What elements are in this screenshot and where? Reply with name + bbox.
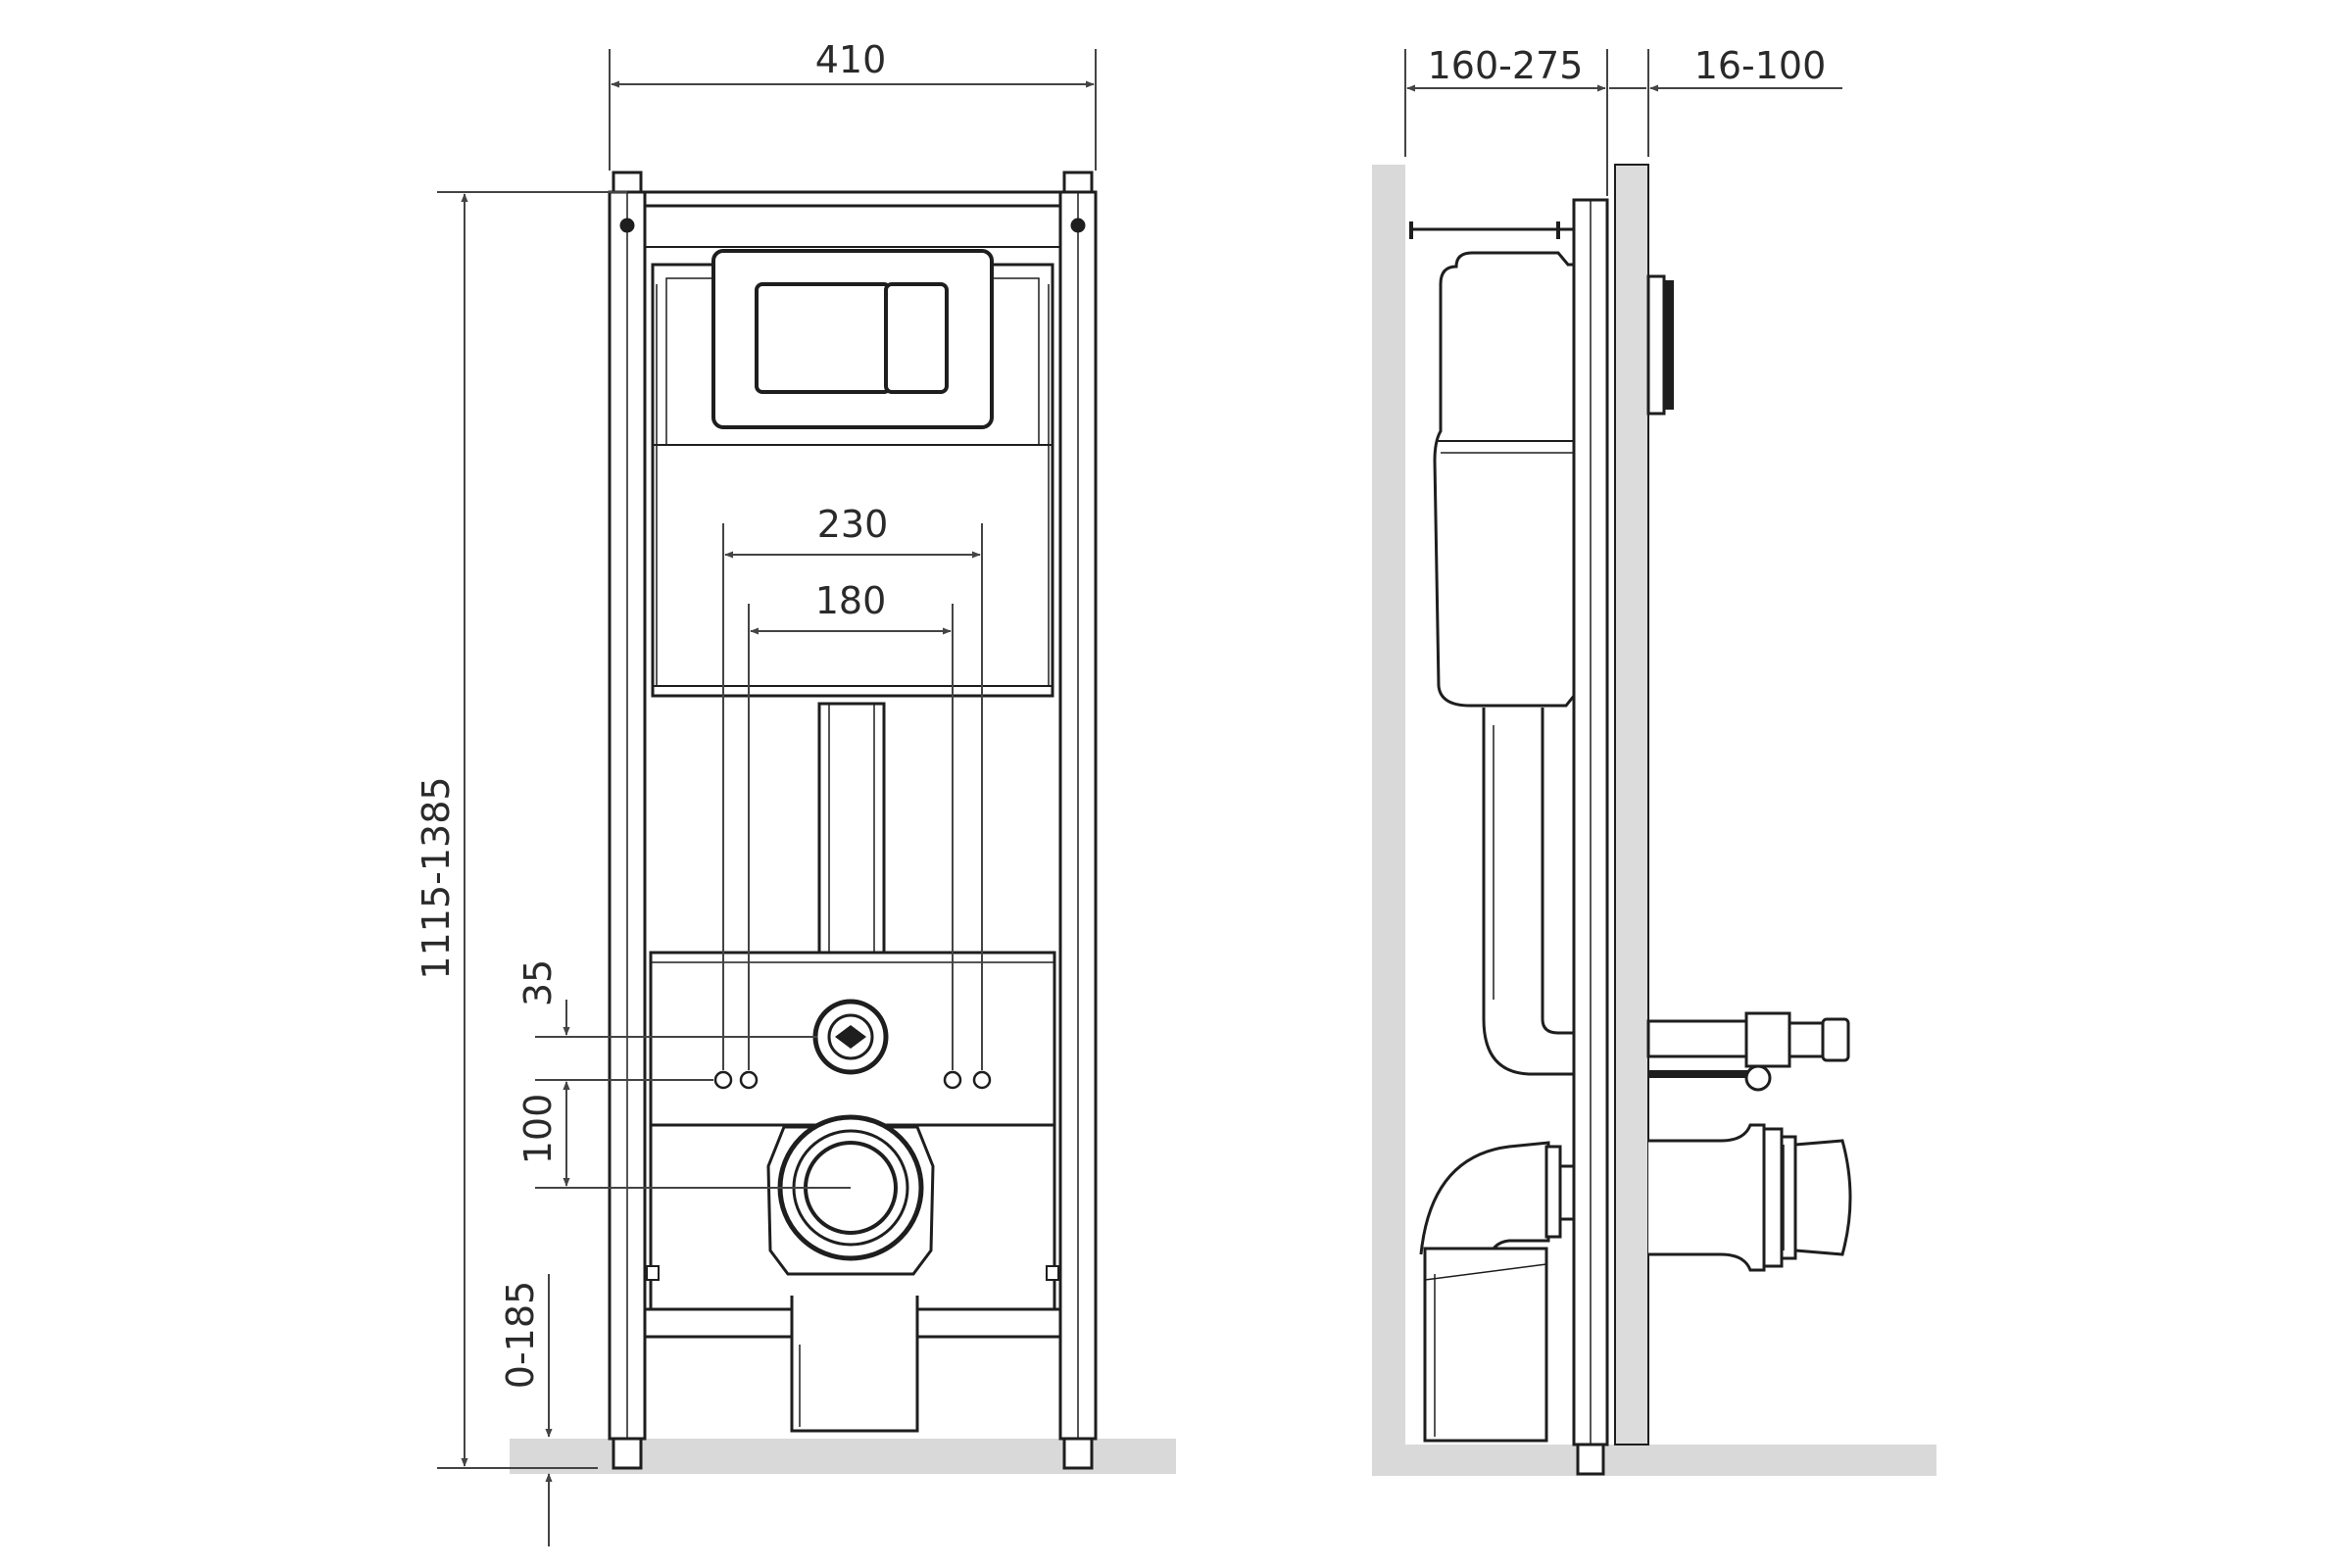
side-drain-bend xyxy=(1419,1141,1550,1265)
side-outlet xyxy=(1648,1123,1766,1272)
side-flush-plate xyxy=(1646,274,1666,416)
back-wall xyxy=(1372,165,1405,1445)
label-16-100: 16-100 xyxy=(1694,44,1827,87)
side-view xyxy=(1372,164,1936,1476)
label-100: 100 xyxy=(516,1094,560,1165)
front-view xyxy=(510,171,1176,1474)
label-230: 230 xyxy=(817,503,889,546)
front-wall xyxy=(1614,164,1649,1446)
flush-button-small xyxy=(884,282,949,394)
front-dimensions xyxy=(437,49,1097,1546)
side-dimensions xyxy=(1404,49,1842,196)
side-flush-pipe xyxy=(1482,708,1574,1076)
side-cistern xyxy=(1433,251,1576,708)
label-0-185: 0-185 xyxy=(499,1281,542,1389)
flush-pipe xyxy=(817,702,886,955)
flush-button-large xyxy=(755,282,892,394)
label-160-275: 160-275 xyxy=(1428,44,1584,87)
waste-pipe xyxy=(790,1296,919,1433)
side-floor xyxy=(1372,1445,1936,1476)
label-height: 1115-1385 xyxy=(415,776,458,979)
side-waste-pipe xyxy=(1423,1247,1548,1443)
side-inlet-pipe xyxy=(1646,1019,1748,1058)
top-bar xyxy=(643,190,1062,208)
label-35: 35 xyxy=(516,959,560,1006)
label-410: 410 xyxy=(815,38,887,81)
side-dimension-labels: 160-275 16-100 xyxy=(1428,44,1827,87)
label-180: 180 xyxy=(815,579,887,622)
anchor-studs xyxy=(713,1070,992,1090)
front-dimension-labels: 410 230 180 1115-1385 35 100 0-185 xyxy=(415,38,888,1389)
